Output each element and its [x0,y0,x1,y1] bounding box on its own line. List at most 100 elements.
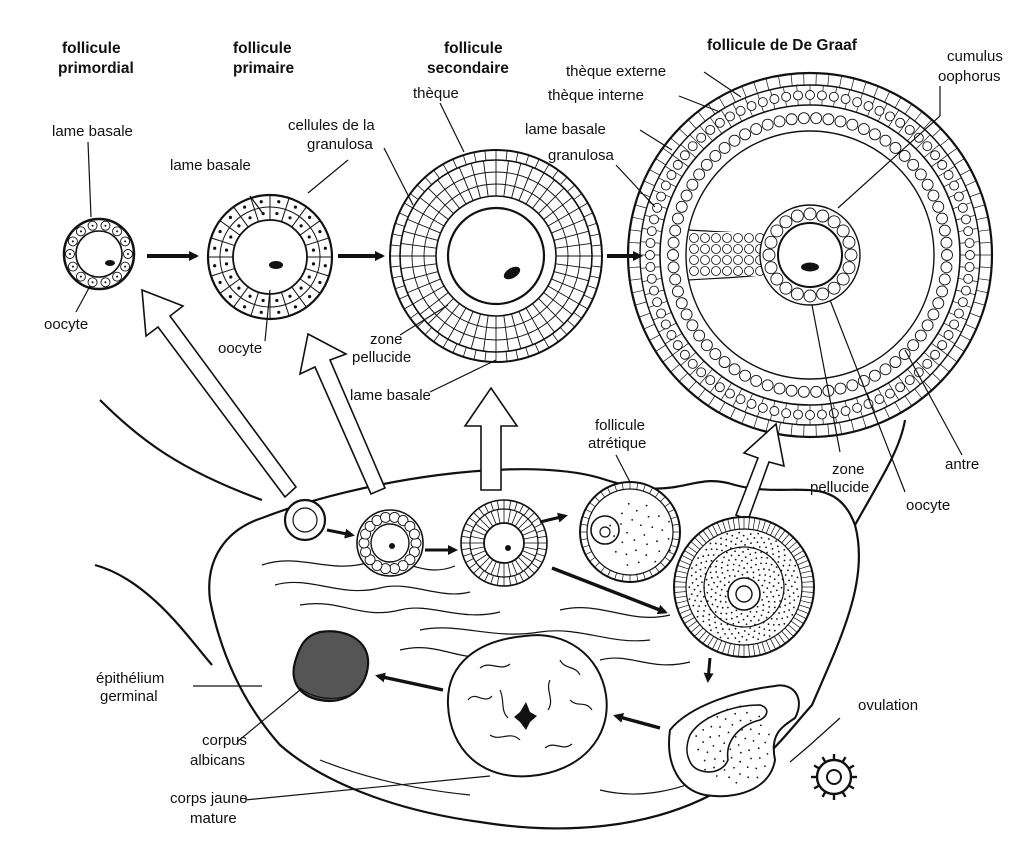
cell [843,236,855,248]
label-epithelium: épithélium [96,670,164,687]
stipple [787,569,789,571]
cell [745,234,754,243]
stipple [766,596,768,598]
cell-nucleus [72,266,74,268]
stipple [732,623,734,625]
stipple [695,735,697,737]
stipple [716,586,718,588]
stipple [724,633,726,635]
stipple [728,776,730,778]
cell-nucleus [243,305,246,308]
cell-nucleus [324,247,327,250]
cell [937,286,948,297]
cell-nucleus [318,281,321,284]
label-zone-pellucide-gf-2: pellucide [810,479,869,496]
stipple [772,596,774,598]
title-de-graaf: follicule de De Graaf [707,37,858,54]
cell [817,91,826,100]
stipple [791,614,793,616]
stipple [722,607,724,609]
stipple [740,613,742,615]
label-lame-basale-4: lame basale [525,121,606,138]
cell-nucleus [262,299,265,302]
stipple [688,586,690,588]
stipple [726,533,728,535]
stipple [746,623,748,625]
stipple [768,606,770,608]
stipple [750,720,752,722]
cell [411,538,421,548]
stipple [731,724,733,726]
stipple [709,736,711,738]
stipple [723,760,725,762]
stipple [774,578,776,580]
cell-wall [843,757,846,762]
stipple [734,575,736,577]
stipple [714,616,716,618]
cell [715,118,724,127]
stipple [691,593,693,595]
stipple [668,538,670,540]
cell [650,215,659,224]
stipple [731,618,733,620]
stipple [738,555,740,557]
stipple [702,555,704,557]
stipple [779,600,781,602]
cell [938,160,947,169]
cell-nucleus [248,216,251,219]
stipple [718,555,720,557]
stipple [758,579,760,581]
stipple [695,571,697,573]
stipple [778,612,780,614]
cell [661,320,670,329]
cell [646,239,655,248]
cell [794,91,803,100]
cell [829,409,838,418]
cell-nucleus [312,249,315,252]
stipple [766,617,768,619]
stipple [692,582,694,584]
stipple [708,614,710,616]
cell [950,181,959,190]
cell [687,320,698,331]
stipple [734,637,736,639]
stipple [727,624,729,626]
stipple [694,589,696,591]
stipple [707,751,709,753]
stipple [723,556,725,558]
stipple [710,543,712,545]
stipple [721,550,723,552]
stipple [758,569,760,571]
stipple [720,623,722,625]
stipple [785,574,787,576]
cell [905,125,914,134]
cell [843,262,855,274]
stipple [760,724,762,726]
cell [758,403,767,412]
stipple [789,602,791,604]
cell [672,213,683,224]
cell [712,234,721,243]
title-primordial: follicule [62,40,121,57]
cell [653,298,662,307]
cell-wall [814,786,819,789]
stipple [770,543,772,545]
cell [961,215,970,224]
cell [694,169,705,180]
stipple [779,606,781,608]
stipple [720,537,722,539]
label-lame-basale-2: lame basale [170,157,251,174]
stipple [715,592,717,594]
cell-nucleus [237,224,240,227]
stipple [739,547,741,549]
cell [817,210,829,222]
cell [837,273,849,285]
stipple [778,594,780,596]
stipple [773,612,775,614]
cell-nucleus [225,249,228,252]
stipple [656,540,658,542]
stipple [702,729,704,731]
stipple [689,598,691,600]
stipple [741,729,743,731]
